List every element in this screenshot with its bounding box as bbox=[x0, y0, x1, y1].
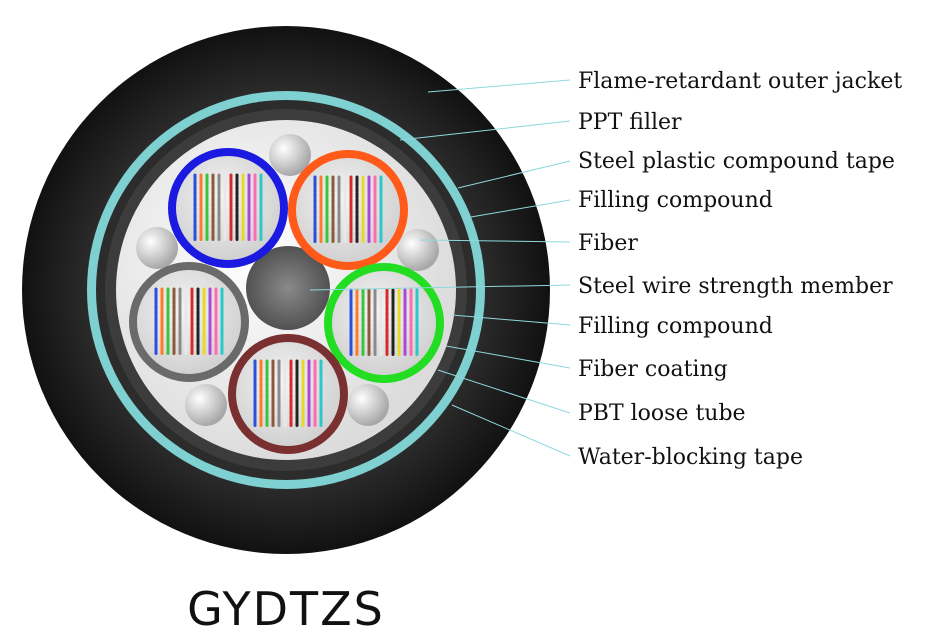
filler-ball bbox=[269, 134, 311, 176]
tube-wall bbox=[324, 263, 444, 383]
label-pbt-loose-tube: PBT loose tube bbox=[578, 401, 746, 426]
leader-line bbox=[451, 404, 571, 457]
filler-ball bbox=[347, 384, 389, 426]
diagram-title: GYDTZS bbox=[187, 582, 385, 636]
pbt-loose-tube bbox=[288, 150, 408, 270]
tube-wall bbox=[129, 262, 249, 382]
leader-line bbox=[445, 345, 571, 369]
leader-line bbox=[427, 79, 571, 93]
pbt-loose-tube bbox=[168, 148, 288, 268]
steel-wire-strength-member bbox=[246, 246, 330, 330]
label-flame-retardant-outer-jacket: Flame-retardant outer jacket bbox=[578, 69, 902, 94]
pbt-loose-tube bbox=[324, 263, 444, 383]
pbt-loose-tube bbox=[228, 334, 348, 454]
tube-wall bbox=[168, 148, 288, 268]
leader-line bbox=[309, 284, 571, 291]
label-list: Flame-retardant outer jacket PPT filler … bbox=[578, 69, 902, 470]
ppt-fillers bbox=[136, 134, 439, 426]
leader-line bbox=[437, 369, 571, 414]
filler-ball bbox=[397, 229, 439, 271]
label-water-blocking-tape: Water-blocking tape bbox=[578, 445, 803, 470]
label-fiber-coating: Fiber coating bbox=[578, 357, 728, 382]
leader-line bbox=[419, 239, 571, 243]
pbt-loose-tube bbox=[129, 262, 249, 382]
leader-lines bbox=[309, 79, 571, 457]
label-filling-compound: Filling compound bbox=[578, 188, 773, 213]
filler-ball bbox=[185, 384, 227, 426]
leader-line bbox=[451, 314, 571, 326]
tube-wall bbox=[288, 150, 408, 270]
tube-wall bbox=[228, 334, 348, 454]
label-steel-plastic-compound-tape: Steel plastic compound tape bbox=[578, 149, 895, 174]
leader-line bbox=[457, 160, 571, 189]
leader-line bbox=[399, 120, 571, 141]
label-steel-wire-strength-member: Steel wire strength member bbox=[578, 274, 893, 299]
loose-tubes bbox=[129, 148, 444, 454]
label-filling-compound-tube: Filling compound bbox=[578, 314, 773, 339]
filler-ball bbox=[136, 227, 178, 269]
leader-line bbox=[464, 199, 571, 219]
label-ppt-filler: PPT filler bbox=[578, 110, 682, 135]
label-fiber: Fiber bbox=[578, 231, 638, 256]
